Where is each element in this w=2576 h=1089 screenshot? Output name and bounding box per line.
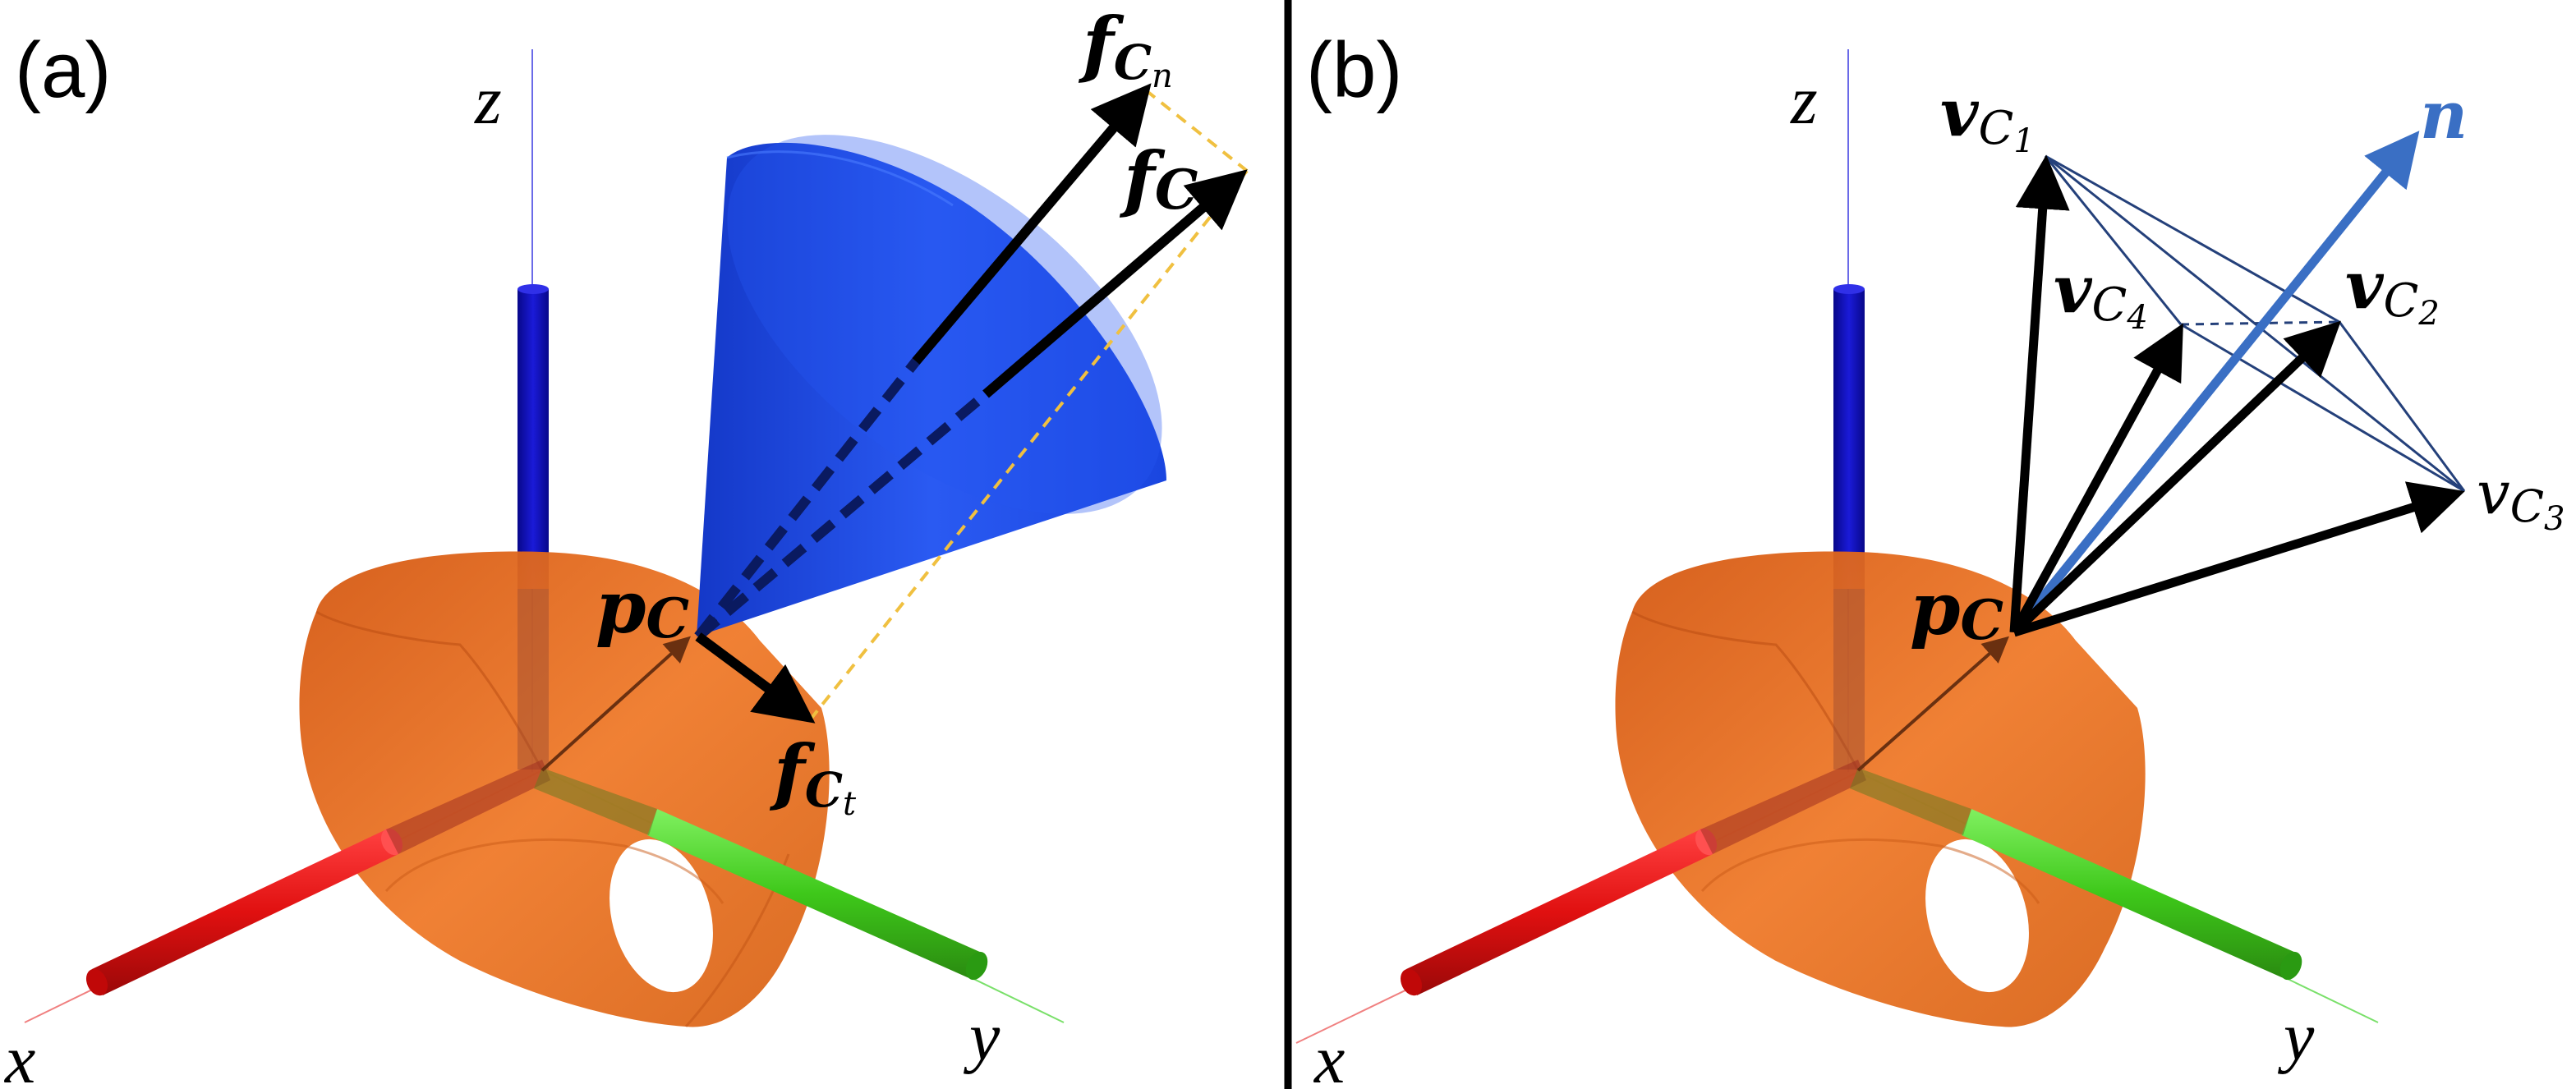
v3-vector-arrow xyxy=(2012,481,2465,637)
z-axis-cap xyxy=(518,284,549,294)
z-axis-label: z xyxy=(474,62,502,139)
v4-label: vC4 xyxy=(2054,250,2148,337)
v3-label: vC3 xyxy=(2477,458,2564,538)
z-axis-cylinder-b xyxy=(1833,289,1865,589)
fcn-label: fCn xyxy=(1078,1,1173,95)
y-axis-label: y xyxy=(963,999,1000,1075)
fc-vector-arrow xyxy=(982,169,1248,398)
normal-vector-arrow xyxy=(2010,131,2420,636)
y-axis-label-b: y xyxy=(2277,999,2315,1075)
force-decomposition-parallelogram xyxy=(807,89,1249,723)
fcn-vector-dashed xyxy=(694,358,920,640)
shell-hole xyxy=(610,839,713,993)
v1-vector-arrow xyxy=(2009,154,2070,633)
panel-a: (a) xyxy=(3,1,1249,1089)
v2-vector-arrow xyxy=(2011,320,2341,636)
pc-vector-arrow-b xyxy=(1856,636,2009,772)
normal-vector-label: n xyxy=(2420,76,2468,154)
pc-label: pC xyxy=(596,564,689,650)
v1-label: vC1 xyxy=(1940,74,2035,160)
x-axis-cylinder-b xyxy=(1400,828,1718,996)
v4-vector-arrow xyxy=(2010,323,2183,635)
y-axis-cylinder-b xyxy=(1962,809,2302,981)
v2-label: vC2 xyxy=(2345,246,2440,333)
panel-b-label: (b) xyxy=(1306,26,1402,114)
fct-vector-arrow xyxy=(695,632,816,724)
z-axis-cylinder xyxy=(518,289,549,589)
y-axis-cylinder xyxy=(647,809,988,981)
pc-vector-arrow xyxy=(540,636,691,772)
x-axis-cylinder xyxy=(85,828,403,996)
panel-b: (b) xyxy=(1295,26,2564,1089)
pc-label-b: pC xyxy=(1910,566,2003,652)
x-axis-label-b: x xyxy=(1313,1022,1345,1089)
fc-vector-dashed xyxy=(695,390,989,641)
z-axis-label-b: z xyxy=(1790,62,1818,139)
panel-a-label: (a) xyxy=(15,26,111,114)
fc-label: fC xyxy=(1119,136,1198,222)
fcn-vector-arrow xyxy=(912,83,1152,365)
x-axis-label: x xyxy=(3,1022,35,1089)
